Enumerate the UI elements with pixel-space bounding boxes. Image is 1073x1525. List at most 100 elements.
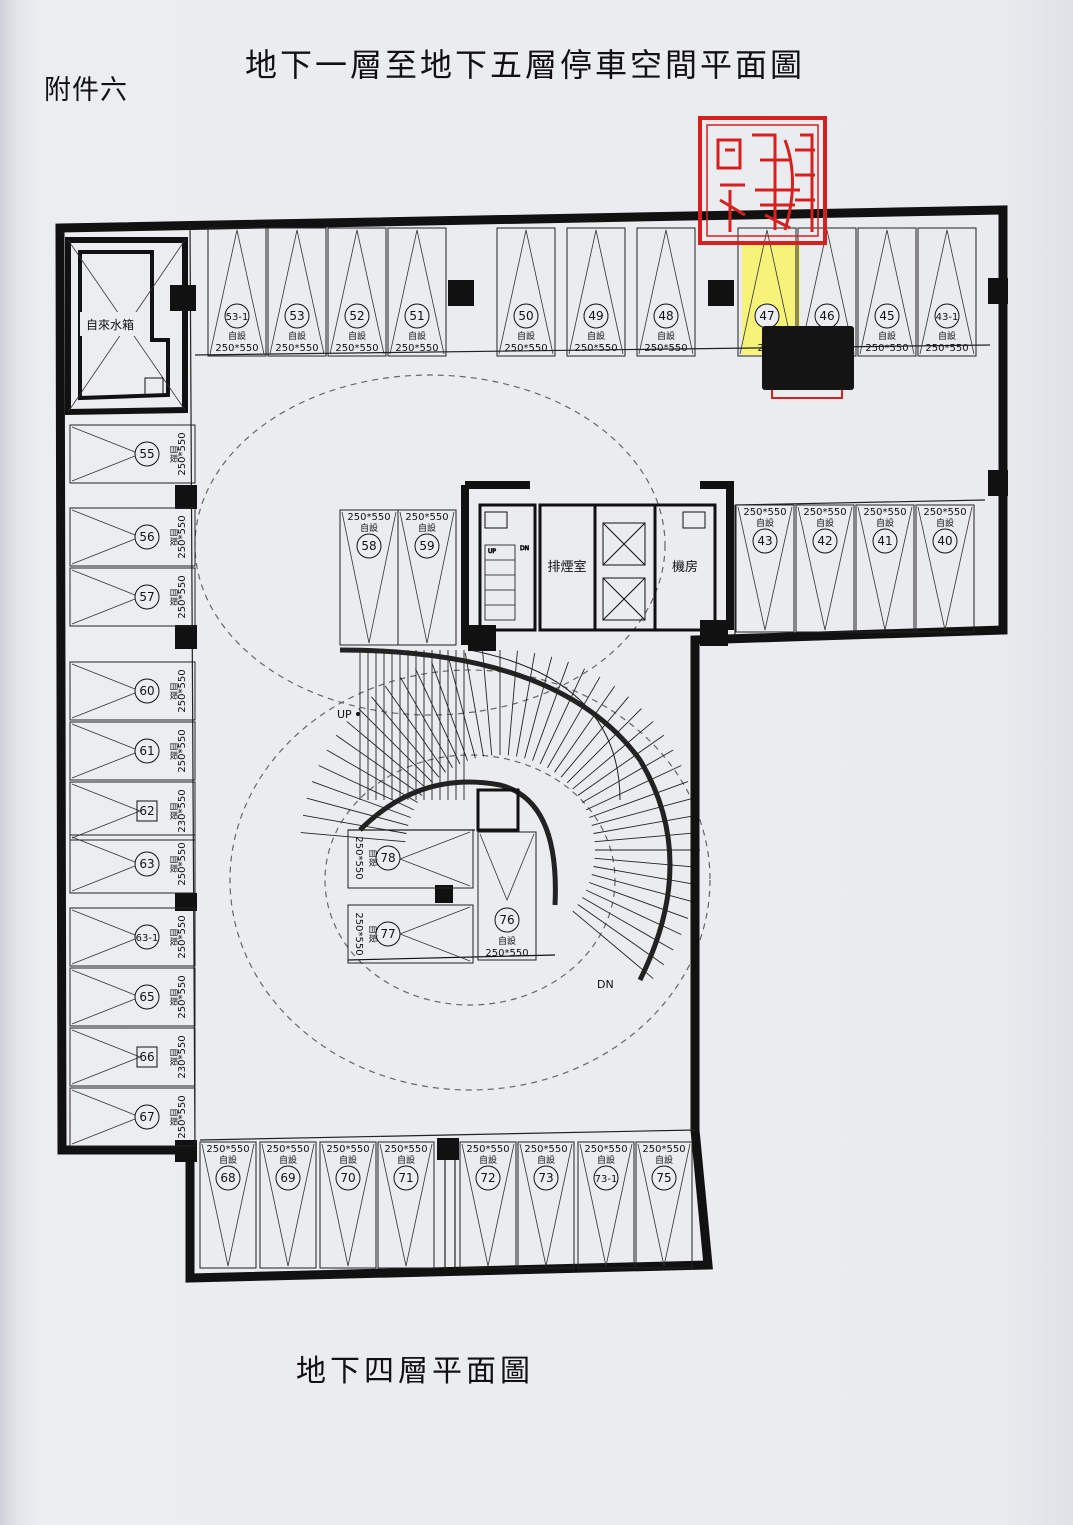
spot-type: 自設 bbox=[168, 742, 180, 760]
spot-number: 43-1 bbox=[936, 312, 959, 323]
spot-type: 自設 bbox=[168, 855, 180, 873]
spot-type: 自設 bbox=[168, 988, 180, 1006]
spot-type: 自設 bbox=[168, 928, 180, 946]
spot-number: 73 bbox=[538, 1171, 553, 1185]
spot-type: 自設 bbox=[936, 517, 954, 529]
parking-spot: 46 bbox=[797, 227, 857, 357]
spot-type: 自設 bbox=[876, 517, 894, 529]
exterior-walls bbox=[55, 205, 1008, 1283]
spot-size: 250*550 bbox=[865, 343, 908, 354]
spot-size: 250*550 bbox=[644, 343, 687, 354]
spot-number: 73-1 bbox=[595, 1174, 618, 1185]
spot-type: 自設 bbox=[498, 935, 516, 947]
spot-size: 250*550 bbox=[177, 515, 188, 558]
spot-size: 250*550 bbox=[353, 912, 364, 955]
spot-size: 250*550 bbox=[863, 507, 906, 518]
spot-type: 自設 bbox=[360, 522, 378, 534]
spot-number: 75 bbox=[656, 1171, 671, 1185]
spot-size: 250*550 bbox=[177, 915, 188, 958]
elevator-icon bbox=[602, 522, 646, 621]
spot-size: 250*550 bbox=[326, 1144, 369, 1155]
spot-size: 250*550 bbox=[177, 432, 188, 475]
spot-size: 250*550 bbox=[275, 343, 318, 354]
floor-subtitle: 地下四層平面圖 bbox=[296, 1354, 534, 1389]
spot-number: 60 bbox=[139, 684, 154, 698]
spot-number: 66 bbox=[139, 1050, 154, 1064]
spot-size: 250*550 bbox=[177, 729, 188, 772]
spot-type: 自設 bbox=[288, 330, 306, 342]
spot-number: 63-1 bbox=[136, 933, 159, 944]
spot-number: 77 bbox=[380, 927, 395, 941]
spot-size: 250*550 bbox=[524, 1144, 567, 1155]
spot-type: 自設 bbox=[878, 330, 896, 342]
spot-size: 250*550 bbox=[504, 343, 547, 354]
spot-number: 70 bbox=[340, 1171, 355, 1185]
spot-type: 自設 bbox=[597, 1154, 615, 1166]
spot-number: 41 bbox=[877, 534, 892, 548]
machine-room-label: 機房 bbox=[672, 559, 698, 575]
spot-size: 250*550 bbox=[206, 1144, 249, 1155]
spot-type: 自設 bbox=[168, 1108, 180, 1126]
spot-type: 自設 bbox=[228, 330, 246, 342]
spot-type: 自設 bbox=[367, 849, 379, 867]
structural-columns bbox=[170, 278, 1008, 1162]
stair-icon: UP DN bbox=[484, 544, 530, 621]
spot-number: 56 bbox=[139, 530, 154, 544]
turning-circles bbox=[194, 374, 711, 1091]
spot-size: 250*550 bbox=[405, 512, 448, 523]
spot-number: 59 bbox=[419, 539, 434, 553]
spot-number: 43 bbox=[757, 534, 772, 548]
ramp-up-label: UP bbox=[337, 708, 352, 721]
spot-size: 230*550 bbox=[177, 1035, 188, 1078]
spot-size: 250*550 bbox=[177, 1095, 188, 1138]
spot-type: 自設 bbox=[418, 522, 436, 534]
spot-number: 40 bbox=[937, 534, 952, 548]
spot-number: 48 bbox=[658, 309, 673, 323]
spot-number: 67 bbox=[139, 1110, 154, 1124]
parking-spots: 53-1自設250*55053自設250*55052自設250*55051自設2… bbox=[69, 227, 977, 1269]
spot-size: 250*550 bbox=[335, 343, 378, 354]
spot-type: 自設 bbox=[168, 528, 180, 546]
spot-size: 250*550 bbox=[803, 507, 846, 518]
spot-type: 自設 bbox=[938, 330, 956, 342]
interior-lines bbox=[189, 224, 991, 1270]
smoke-room-label: 排煙室 bbox=[547, 559, 586, 575]
spot-number: 57 bbox=[139, 590, 154, 604]
spot-number: 62 bbox=[139, 804, 154, 818]
spot-size: 250*550 bbox=[925, 343, 968, 354]
water-tank-label: 自來水箱 bbox=[86, 317, 134, 332]
water-tank: 自來水箱 bbox=[65, 237, 188, 416]
spot-number: 49 bbox=[588, 309, 603, 323]
spot-type: 自設 bbox=[408, 330, 426, 342]
spot-size: 250*550 bbox=[177, 975, 188, 1018]
spot-number: 58 bbox=[361, 539, 376, 553]
ramp-dn-label: DN bbox=[597, 978, 614, 991]
spot-number: 72 bbox=[480, 1171, 495, 1185]
spot-size: 250*550 bbox=[466, 1144, 509, 1155]
spot-size: 250*550 bbox=[642, 1144, 685, 1155]
spot-type: 自設 bbox=[168, 802, 180, 820]
